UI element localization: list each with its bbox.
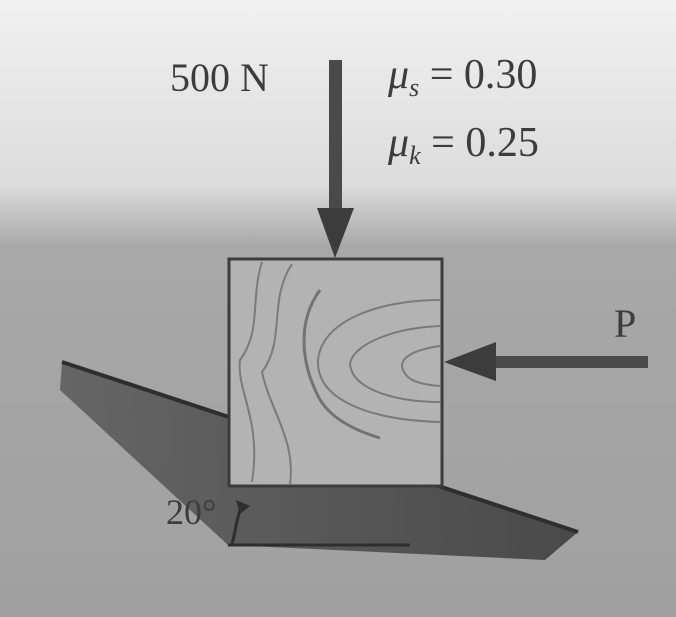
load-label: 500 N xyxy=(170,55,269,100)
p-force-label: P xyxy=(614,301,637,346)
p-force-arrow xyxy=(444,342,648,381)
angle-arrowhead xyxy=(236,500,250,514)
incline-angle-label: 20° xyxy=(166,492,217,532)
load-arrow xyxy=(317,60,354,258)
wood-grain xyxy=(238,261,441,485)
kinetic-friction-label: μk = 0.25 xyxy=(388,122,539,169)
static-friction-subscript: s xyxy=(409,73,420,102)
kinetic-friction-symbol: μ xyxy=(388,120,410,166)
static-friction-value: = 0.30 xyxy=(429,52,538,98)
static-friction-symbol: μ xyxy=(388,52,410,98)
angle-indicator xyxy=(228,500,410,547)
kinetic-friction-subscript: k xyxy=(409,141,421,170)
kinetic-friction-value: = 0.25 xyxy=(431,120,539,166)
wooden-block xyxy=(227,257,444,488)
static-friction-label: μs = 0.30 xyxy=(388,54,537,101)
